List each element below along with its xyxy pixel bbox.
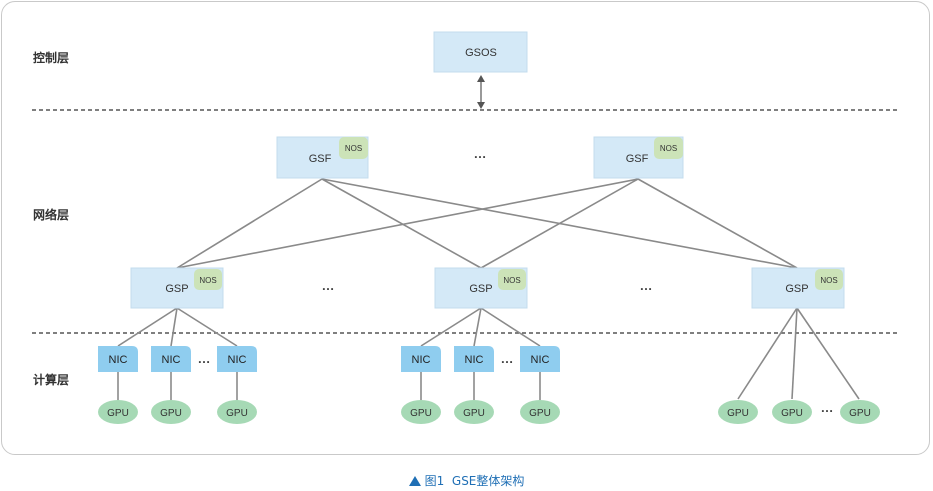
gpu-label: GPU (410, 408, 432, 419)
gsos-node: GSOS (433, 31, 528, 73)
gpu-label: GPU (160, 408, 182, 419)
link (737, 307, 798, 400)
gsp-node: GSP NOS (434, 267, 528, 309)
diagram-frame (1, 1, 930, 455)
caption-title: GSE整体架构 (451, 474, 525, 488)
gsos-label: GSOS (465, 47, 497, 59)
gsf-node: GSF NOS (593, 136, 684, 179)
gpu-node: GPU (718, 400, 758, 424)
nos-badge (339, 137, 368, 159)
nos-label: NOS (820, 276, 837, 285)
gsp-node: GSP NOS (130, 267, 224, 309)
link (796, 307, 860, 400)
nic-card: NIC (520, 346, 560, 372)
nic-label: NIC (162, 354, 181, 366)
gpu-node: GPU (772, 400, 812, 424)
gsf-label: GSF (309, 153, 332, 165)
nic-card: NIC (454, 346, 494, 372)
nic-card: NIC (98, 346, 138, 372)
gpu-label: GPU (226, 408, 248, 419)
link (176, 307, 238, 347)
gpu-node: GPU (98, 400, 138, 424)
gpu-node: GPU (840, 400, 880, 424)
ellipsis-gsp-left: … (322, 278, 335, 293)
gpu-label: GPU (107, 408, 129, 419)
figure-caption: 图1 GSE整体架构 (0, 472, 933, 489)
gsp-label: GSP (165, 283, 188, 295)
link (420, 307, 482, 347)
nic-label: NIC (412, 354, 431, 366)
nic-gpu-links (117, 372, 541, 400)
nos-label: NOS (660, 144, 677, 153)
gsf-node: GSF NOS (276, 136, 369, 179)
link (791, 307, 798, 400)
nos-badge (194, 269, 222, 290)
nic-label: NIC (465, 354, 484, 366)
gpu-label: GPU (529, 408, 551, 419)
link (473, 307, 482, 347)
gpu-node: GPU (520, 400, 560, 424)
gpu-node: GPU (454, 400, 494, 424)
nic-label: NIC (109, 354, 128, 366)
gpu-label: GPU (849, 408, 871, 419)
nos-label: NOS (345, 144, 362, 153)
nos-badge (815, 269, 843, 290)
nos-badge (654, 137, 683, 159)
link (176, 178, 323, 269)
control-arrow-head-up (477, 75, 485, 82)
link (480, 307, 541, 347)
nic-card: NIC (401, 346, 441, 372)
nic-label: NIC (531, 354, 550, 366)
caption-prefix: 图1 (424, 474, 445, 488)
ellipsis-nic-left: … (198, 351, 211, 366)
ellipsis-gsp-right: … (640, 278, 653, 293)
link (480, 178, 639, 269)
gsp-endpoint-links (117, 307, 860, 400)
link (117, 307, 178, 347)
gsf-gsp-links (176, 178, 798, 269)
nos-label: NOS (503, 276, 520, 285)
link (170, 307, 178, 347)
ellipsis-gpu: … (821, 400, 834, 415)
gpu-node: GPU (217, 400, 257, 424)
gpu-label: GPU (463, 408, 485, 419)
nic-card: NIC (151, 346, 191, 372)
gsp-node: GSP NOS (751, 267, 845, 309)
layer-label-network: 网络层 (33, 207, 69, 222)
gpu-node: GPU (401, 400, 441, 424)
nos-label: NOS (199, 276, 216, 285)
link (321, 178, 482, 269)
gpu-label: GPU (781, 408, 803, 419)
gsp-label: GSP (785, 283, 808, 295)
gsp-label: GSP (469, 283, 492, 295)
layer-label-control: 控制层 (33, 50, 69, 65)
layer-label-compute: 计算层 (33, 372, 69, 387)
gpu-label: GPU (727, 408, 749, 419)
gpu-node: GPU (151, 400, 191, 424)
link (637, 178, 798, 269)
nic-card: NIC (217, 346, 257, 372)
control-arrow-head-down (477, 102, 485, 109)
ellipsis-gsf: … (474, 146, 487, 161)
nos-badge (498, 269, 526, 290)
link (176, 178, 639, 269)
gsf-label: GSF (626, 153, 649, 165)
triangle-icon (408, 476, 421, 486)
ellipsis-nic-mid: … (501, 351, 514, 366)
nic-label: NIC (228, 354, 247, 366)
